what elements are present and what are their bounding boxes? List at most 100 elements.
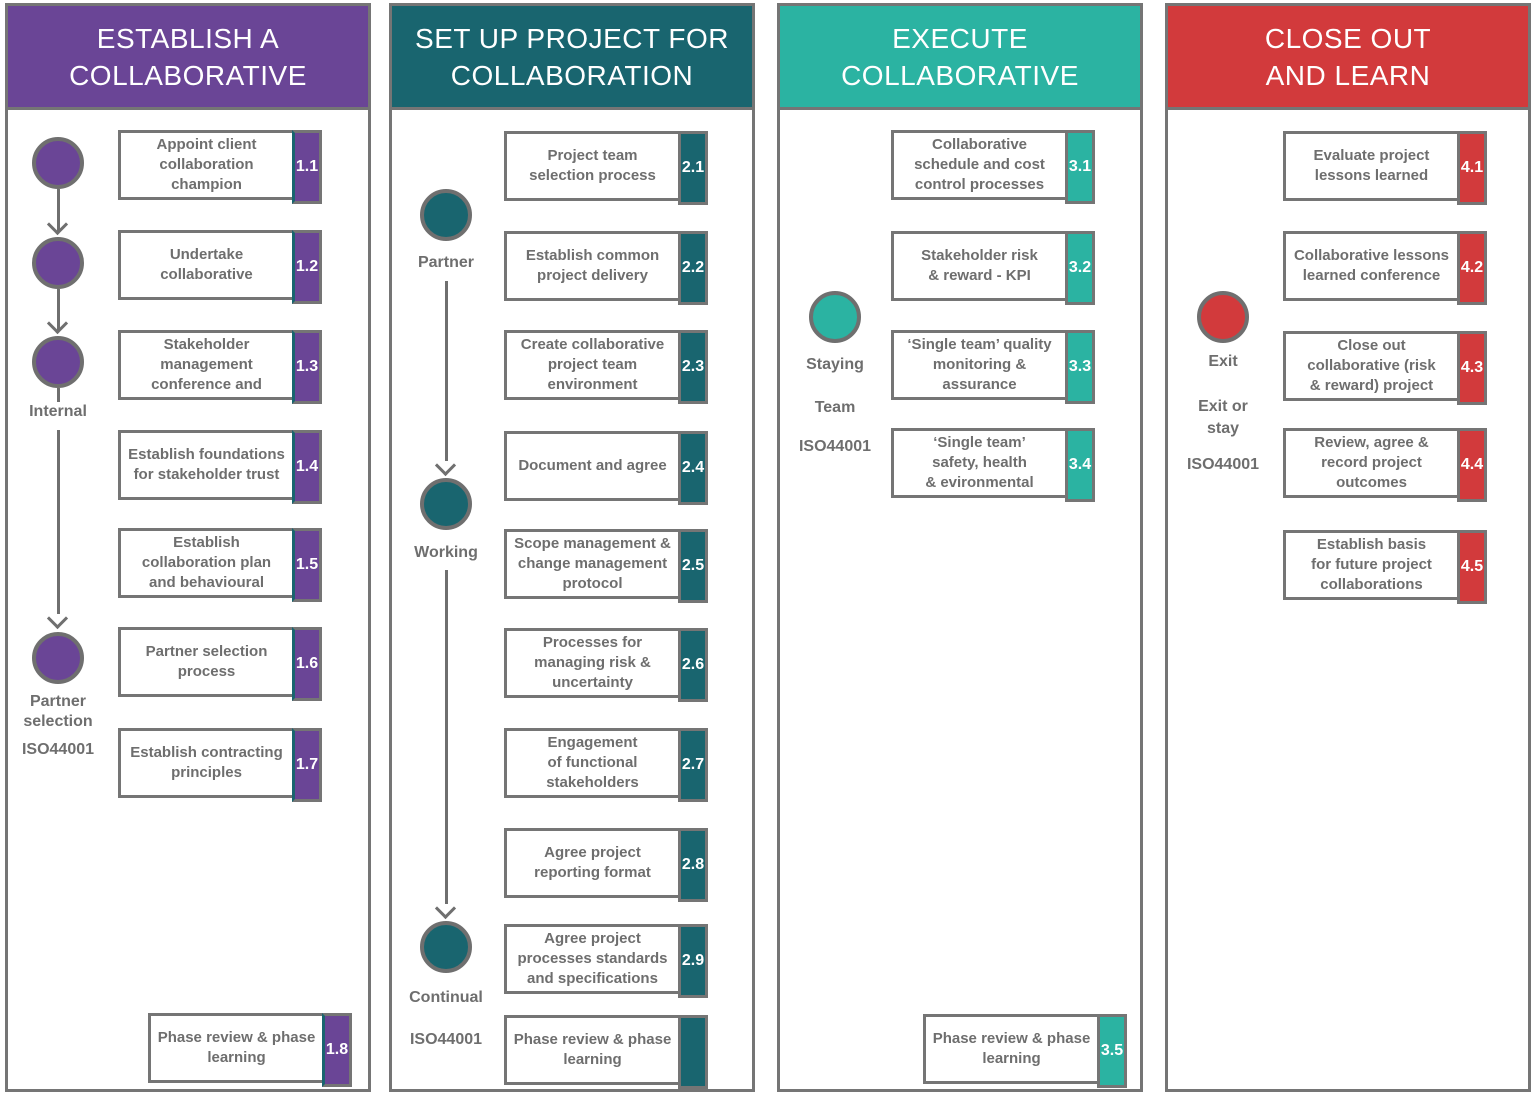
process-box-2-3: Create collaborative project team enviro… <box>504 330 708 404</box>
process-box-label: Agree project processes standards and sp… <box>504 924 681 994</box>
process-box-label: Document and agree <box>504 431 681 501</box>
process-box-number <box>678 1015 708 1089</box>
process-box-1-5: Establish collaboration plan and behavio… <box>118 528 322 602</box>
phase-title-line: EXECUTE <box>892 22 1028 54</box>
process-box-2-2: Establish common project delivery 2.2 <box>504 231 708 305</box>
process-box-number: 2.7 <box>678 728 708 802</box>
process-box-3-1: Collaborative schedule and cost control … <box>891 130 1095 204</box>
process-box-number: 2.3 <box>678 330 708 404</box>
connector-line <box>445 281 448 461</box>
phase-header-execute: EXECUTE COLLABORATIVE <box>780 6 1140 110</box>
milestone-circle <box>420 189 472 241</box>
process-box-label: Engagement of functional stakeholders <box>504 728 681 798</box>
process-box-number: 1.3 <box>292 330 322 404</box>
process-box-1-8: Phase review & phase learning 1.8 <box>148 1013 352 1087</box>
process-box-label: Stakeholder management conference and <box>118 330 295 400</box>
process-box-number: 2.4 <box>678 431 708 505</box>
process-box-label: Phase review & phase learning <box>504 1015 681 1085</box>
marker-label-iso44001: ISO44001 <box>21 741 95 758</box>
process-box-2-4: Document and agree 2.4 <box>504 431 708 505</box>
process-box-number: 1.2 <box>292 230 322 304</box>
process-box-number: 3.3 <box>1065 330 1095 404</box>
marker-label-exit-or-stay: Exit or <box>1198 398 1248 415</box>
marker-label-partner-selection: selection <box>23 713 93 730</box>
process-box-label: Stakeholder risk & reward - KPI <box>891 231 1068 301</box>
process-box-number: 2.8 <box>678 828 708 902</box>
process-box-number: 3.2 <box>1065 231 1095 305</box>
process-box-number: 2.1 <box>678 131 708 205</box>
process-box-number: 2.2 <box>678 231 708 305</box>
process-box-3-5: Phase review & phase learning 3.5 <box>923 1014 1127 1088</box>
process-box-label: Establish collaboration plan and behavio… <box>118 528 295 598</box>
process-box-number: 4.3 <box>1457 331 1487 405</box>
process-box-label: Close out collaborative (risk & reward) … <box>1283 331 1460 401</box>
marker-label-partner-selection: Partner <box>29 693 87 710</box>
connector-line <box>57 189 60 231</box>
process-box-label: ‘Single team’ safety, health & evironmen… <box>891 428 1068 498</box>
process-box-number: 1.7 <box>292 728 322 802</box>
milestone-circle <box>32 632 84 684</box>
process-box-phase-review: Phase review & phase learning <box>504 1015 708 1089</box>
process-box-label: Establish contracting principles <box>118 728 295 798</box>
process-box-label: Create collaborative project team enviro… <box>504 330 681 400</box>
process-box-2-9: Agree project processes standards and sp… <box>504 924 708 998</box>
milestone-circle <box>809 291 861 343</box>
milestone-circle <box>420 921 472 973</box>
process-box-number: 2.5 <box>678 529 708 603</box>
process-box-number: 1.6 <box>292 627 322 701</box>
process-box-label: Collaborative schedule and cost control … <box>891 130 1068 200</box>
arrow-down-icon <box>434 454 457 477</box>
phase-title-line: ESTABLISH A <box>96 22 280 54</box>
phase-title-line: AND LEARN <box>1265 59 1431 91</box>
marker-label-iso44001: ISO44001 <box>409 1031 483 1048</box>
process-box-number: 1.5 <box>292 528 322 602</box>
arrow-down-icon <box>46 312 69 335</box>
process-box-2-8: Agree project reporting format 2.8 <box>504 828 708 902</box>
marker-label-exit-or-stay: stay <box>1206 420 1240 437</box>
milestone-circle <box>32 237 84 289</box>
process-box-label: Processes for managing risk & uncertaint… <box>504 628 681 698</box>
marker-label-staying-team: Team <box>814 399 856 416</box>
process-box-4-4: Review, agree & record project outcomes … <box>1283 428 1487 502</box>
marker-label-exit: Exit <box>1208 353 1238 370</box>
connector-line <box>445 570 448 904</box>
process-box-1-2: Undertake collaborative 1.2 <box>118 230 322 304</box>
milestone-circle <box>32 336 84 388</box>
marker-label-internal: Internal <box>29 403 87 420</box>
process-box-1-3: Stakeholder management conference and 1.… <box>118 330 322 404</box>
arrow-down-icon <box>434 897 457 920</box>
phase-panel-execute: EXECUTE COLLABORATIVE Staying Team ISO44… <box>777 3 1143 1092</box>
process-box-2-6: Processes for managing risk & uncertaint… <box>504 628 708 702</box>
process-box-label: Establish foundations for stakeholder tr… <box>118 430 295 500</box>
marker-label-working: Working <box>414 544 478 561</box>
process-box-number: 4.5 <box>1457 530 1487 604</box>
process-box-3-4: ‘Single team’ safety, health & evironmen… <box>891 428 1095 502</box>
process-box-number: 4.4 <box>1457 428 1487 502</box>
milestone-circle <box>1197 291 1249 343</box>
process-box-label: Establish basis for future project colla… <box>1283 530 1460 600</box>
process-box-label: Partner selection process <box>118 627 295 697</box>
connector-line <box>57 388 60 402</box>
process-box-label: Phase review & phase learning <box>148 1013 325 1083</box>
phase-title-line: COLLABORATIVE <box>69 59 307 91</box>
process-box-number: 3.1 <box>1065 130 1095 204</box>
process-box-number: 3.4 <box>1065 428 1095 502</box>
phase-header-setup: SET UP PROJECT FOR COLLABORATION <box>392 6 752 110</box>
process-box-number: 1.4 <box>292 430 322 504</box>
process-box-1-6: Partner selection process 1.6 <box>118 627 322 701</box>
process-box-number: 4.2 <box>1457 231 1487 305</box>
process-box-2-1: Project team selection process 2.1 <box>504 131 708 205</box>
phase-title-line: COLLABORATION <box>450 59 694 91</box>
process-box-label: Scope management & change management pro… <box>504 529 681 599</box>
process-box-label: Agree project reporting format <box>504 828 681 898</box>
marker-label-staying-team: Staying <box>806 356 864 373</box>
process-box-2-7: Engagement of functional stakeholders 2.… <box>504 728 708 802</box>
process-box-4-1: Evaluate project lessons learned 4.1 <box>1283 131 1487 205</box>
process-box-4-3: Close out collaborative (risk & reward) … <box>1283 331 1487 405</box>
milestone-circle <box>420 478 472 530</box>
process-box-label: Appoint client collaboration champion <box>118 130 295 200</box>
process-box-label: Evaluate project lessons learned <box>1283 131 1460 201</box>
process-box-3-2: Stakeholder risk & reward - KPI 3.2 <box>891 231 1095 305</box>
marker-label-iso44001: ISO44001 <box>1186 456 1260 473</box>
